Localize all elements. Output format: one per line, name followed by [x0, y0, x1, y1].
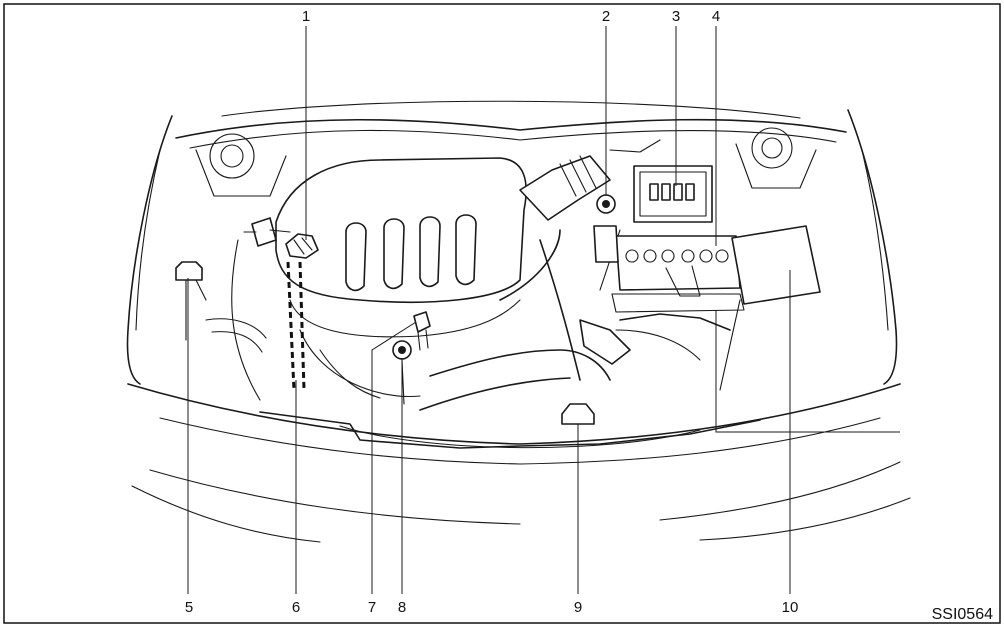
- callout-label-1: 1: [302, 8, 310, 25]
- callout-label-4: 4: [712, 8, 720, 25]
- callout-label-6: 6: [292, 599, 300, 616]
- figure-border: [3, 3, 1001, 624]
- coolant-reservoir-left: [205, 217, 291, 401]
- callout-label-8: 8: [398, 599, 406, 616]
- coolant-reservoir-cap: [561, 403, 595, 425]
- brake-fluid-reservoir: [593, 194, 619, 263]
- figure-code: SSI0564: [932, 606, 993, 623]
- callout-label-3: 3: [672, 8, 680, 25]
- leader-line-7: [371, 321, 417, 594]
- relay-box: [719, 225, 821, 391]
- battery: [611, 235, 745, 313]
- leader-lines: [187, 26, 900, 594]
- engine-oil-dipstick-handle: [413, 311, 431, 351]
- callout-label-5: 5: [185, 599, 193, 616]
- callout-labels: 1 2 3 4 5 6 7 8 9 10 SSI0564: [185, 8, 993, 623]
- air-intake-duct: [419, 155, 611, 411]
- engine-cover: [275, 157, 527, 399]
- callout-label-7: 7: [368, 599, 376, 616]
- callout-label-2: 2: [602, 8, 610, 25]
- engine-oil-filler-cap: [285, 233, 319, 259]
- washer-fluid-reservoir-cap: [175, 261, 207, 341]
- fuse-box: [609, 139, 713, 223]
- leader-line-4b: [715, 310, 900, 433]
- engine-oil-dipstick: [286, 261, 306, 391]
- callout-label-9: 9: [574, 599, 582, 616]
- vehicle-body-outline: [126, 100, 911, 543]
- callout-label-10: 10: [782, 599, 799, 616]
